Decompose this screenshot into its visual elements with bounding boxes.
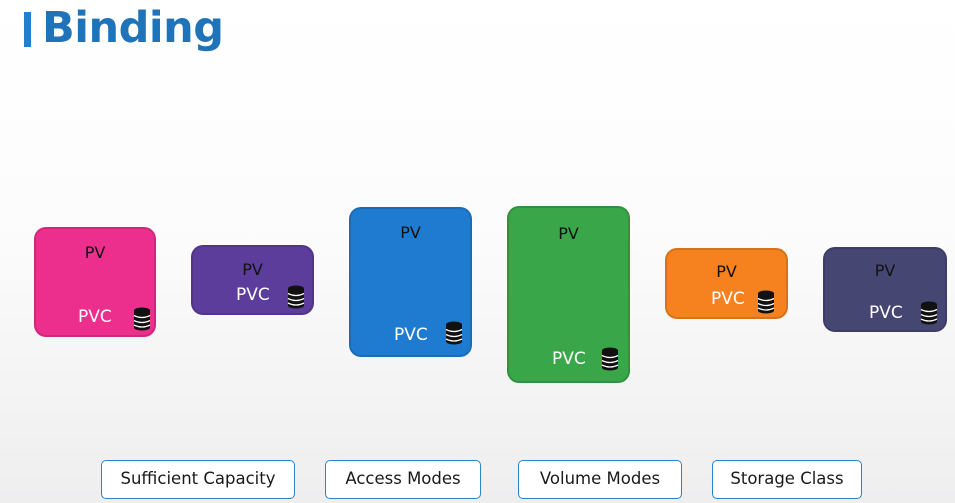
criteria-storage-class: Storage Class: [712, 460, 862, 499]
criteria-sufficient-capacity: Sufficient Capacity: [101, 460, 295, 499]
pvc-label: PVC: [552, 349, 586, 369]
database-icon: [920, 301, 938, 325]
pvc-label: PVC: [394, 325, 428, 345]
pv-card: PV PVC: [34, 227, 156, 337]
pv-card: PV PVC: [507, 206, 630, 383]
pv-label: PV: [558, 224, 579, 243]
pv-label: PV: [242, 260, 263, 279]
pv-label: PV: [716, 262, 737, 281]
database-icon: [133, 307, 151, 331]
criteria-volume-modes: Volume Modes: [518, 460, 682, 499]
database-icon: [445, 321, 463, 345]
pvc-label: PVC: [711, 289, 745, 309]
pvc-label: PVC: [236, 285, 270, 305]
pv-label: PV: [84, 243, 106, 262]
pvc-label: PVC: [78, 307, 112, 327]
pv-card: PV PVC: [823, 247, 947, 332]
page-title: Binding: [42, 3, 224, 53]
pv-card: PV PVC: [665, 248, 788, 319]
pv-label: PV: [874, 261, 896, 280]
pv-card: PV PVC: [349, 207, 472, 357]
database-icon: [601, 347, 619, 371]
database-icon: [287, 285, 305, 309]
title-accent-bar: [24, 12, 31, 47]
pvc-label: PVC: [869, 303, 903, 323]
database-icon: [757, 290, 775, 314]
pv-label: PV: [400, 223, 421, 242]
criteria-access-modes: Access Modes: [325, 460, 481, 499]
pv-card: PV PVC: [191, 245, 314, 315]
